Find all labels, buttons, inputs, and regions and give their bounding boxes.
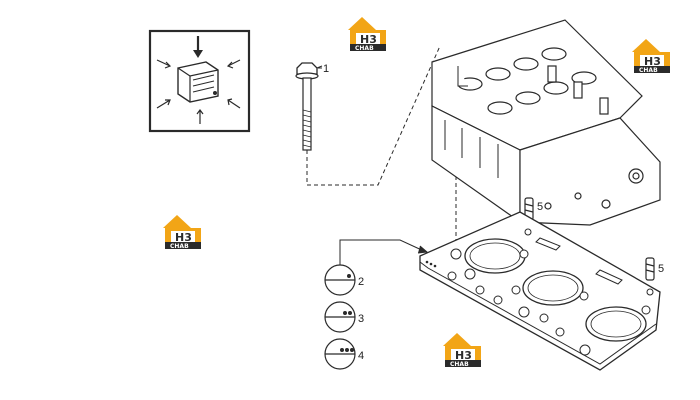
svg-text:CHAB: CHAB	[170, 243, 189, 250]
svg-text:H3: H3	[360, 33, 377, 46]
watermark-logo-icon: H3 CHAB	[443, 333, 481, 368]
svg-text:H3: H3	[455, 349, 472, 362]
svg-text:CHAB: CHAB	[639, 67, 658, 74]
svg-text:CHAB: CHAB	[450, 361, 469, 368]
callout-5b: 5	[658, 263, 664, 275]
svg-text:H3: H3	[644, 55, 661, 68]
callout-4: 4	[358, 350, 364, 362]
callout-3: 3	[358, 313, 364, 325]
cylinder-head	[431, 19, 661, 226]
svg-text:CHAB: CHAB	[355, 45, 374, 52]
dowel-pin-icon	[524, 197, 655, 281]
gasket-grade-icon	[324, 264, 356, 370]
inspection-inset-icon	[148, 29, 251, 133]
watermark-logo-icon: H3 CHAB	[348, 17, 386, 52]
callout-labels: 1 2 3 4 5 5	[318, 63, 664, 362]
watermark-logo-icon: H3 CHAB	[163, 215, 201, 250]
gasket-leader	[339, 239, 429, 265]
callout-1: 1	[323, 63, 329, 75]
svg-text:H3: H3	[175, 231, 192, 244]
watermark-logo-icon: H3 CHAB	[632, 39, 670, 74]
bolt-icon	[295, 62, 323, 151]
callout-5a: 5	[537, 201, 543, 213]
head-gasket	[419, 211, 661, 371]
callout-2: 2	[358, 276, 364, 288]
